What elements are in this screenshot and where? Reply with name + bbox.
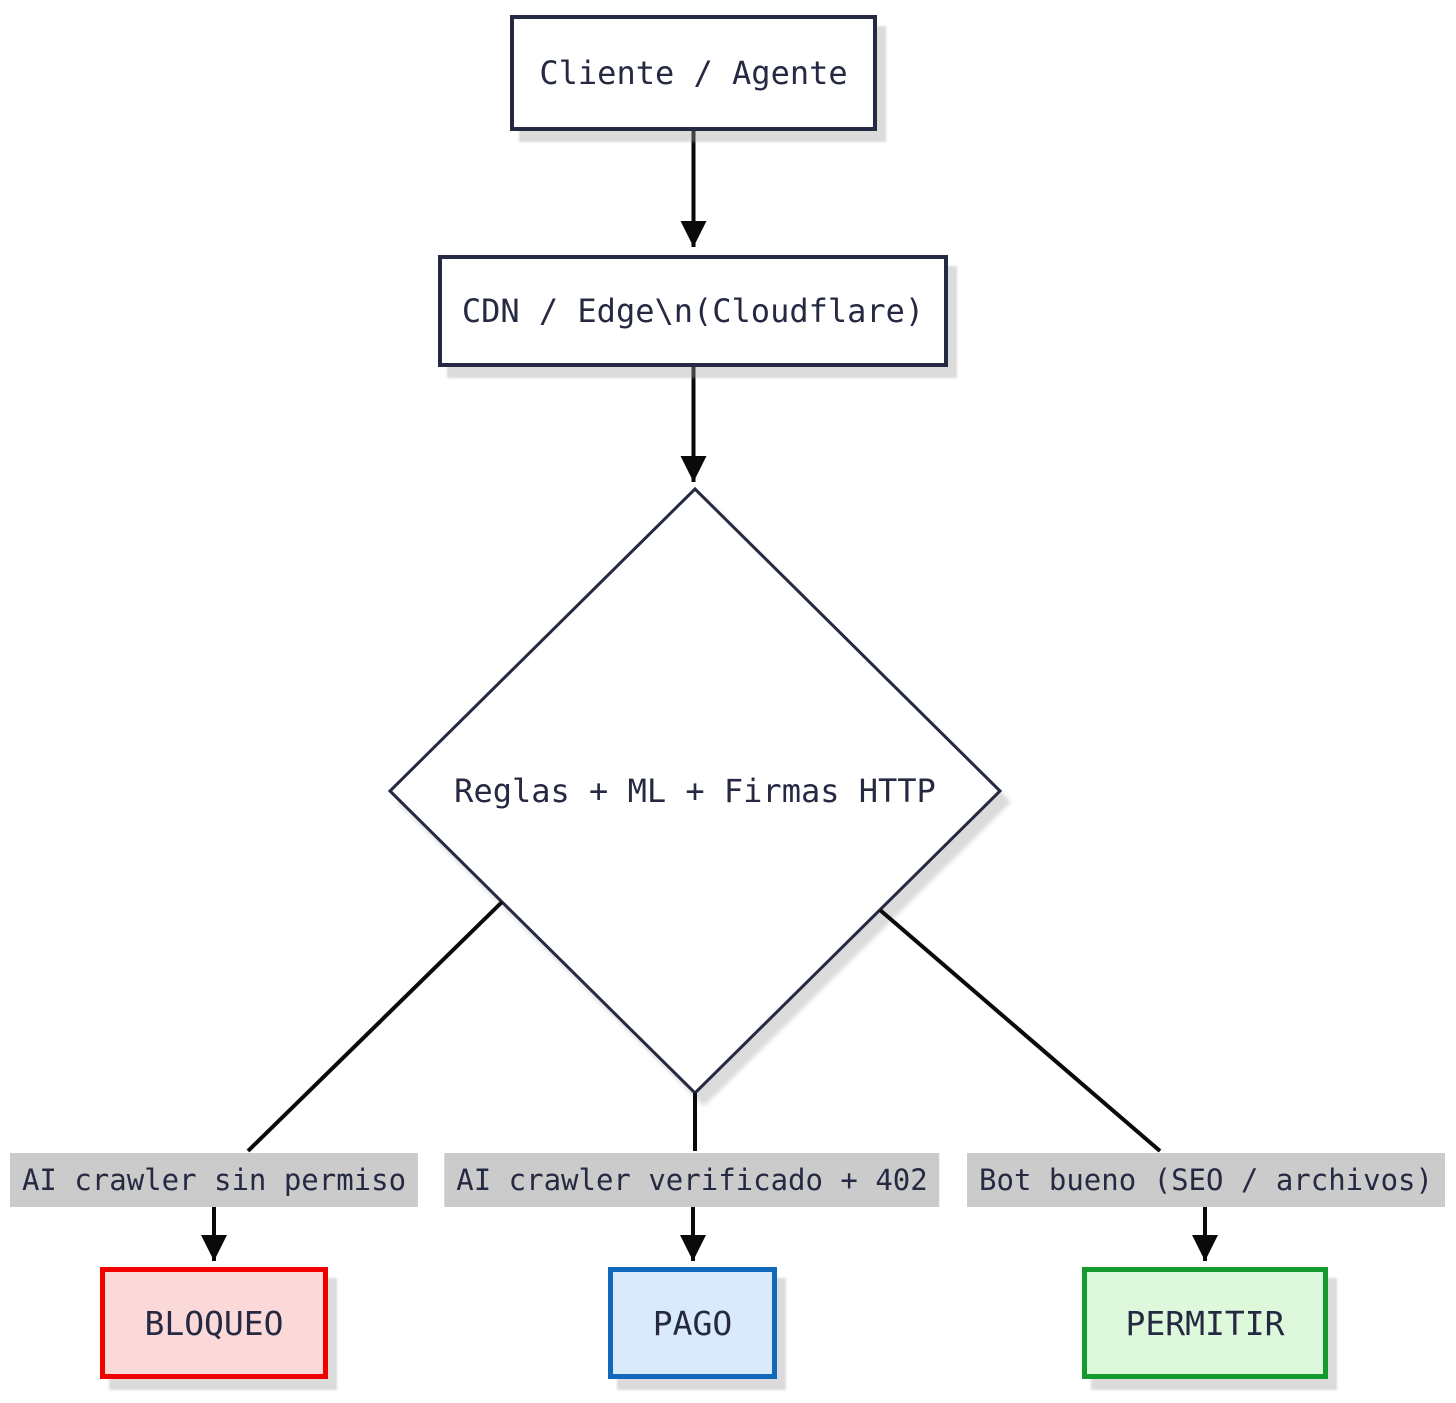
node-cdn-edge: CDN / Edge\n(Cloudflare) [438,255,948,367]
node-cdn-edge-label: CDN / Edge\n(Cloudflare) [461,292,925,330]
node-cliente-agente-label: Cliente / Agente [539,54,848,92]
node-pago: PAGO [608,1267,777,1379]
edge-label-verified-402: AI crawler verificado + 402 [444,1153,940,1207]
edge-decision-allow [878,908,1162,1153]
node-permitir-label: PERMITIR [1125,1303,1285,1343]
node-bloqueo: BLOQUEO [100,1267,328,1379]
edge-label-good-bot: Bot bueno (SEO / archivos) [967,1153,1445,1207]
decision-diamond-label: Reglas + ML + Firmas HTTP [454,772,936,810]
edge-decision-block [246,900,504,1153]
node-permitir: PERMITIR [1082,1267,1328,1379]
node-pago-label: PAGO [652,1303,733,1343]
edge-label-no-permission: AI crawler sin permiso [9,1153,419,1207]
node-cliente-agente: Cliente / Agente [510,15,877,131]
node-bloqueo-label: BLOQUEO [144,1303,284,1343]
